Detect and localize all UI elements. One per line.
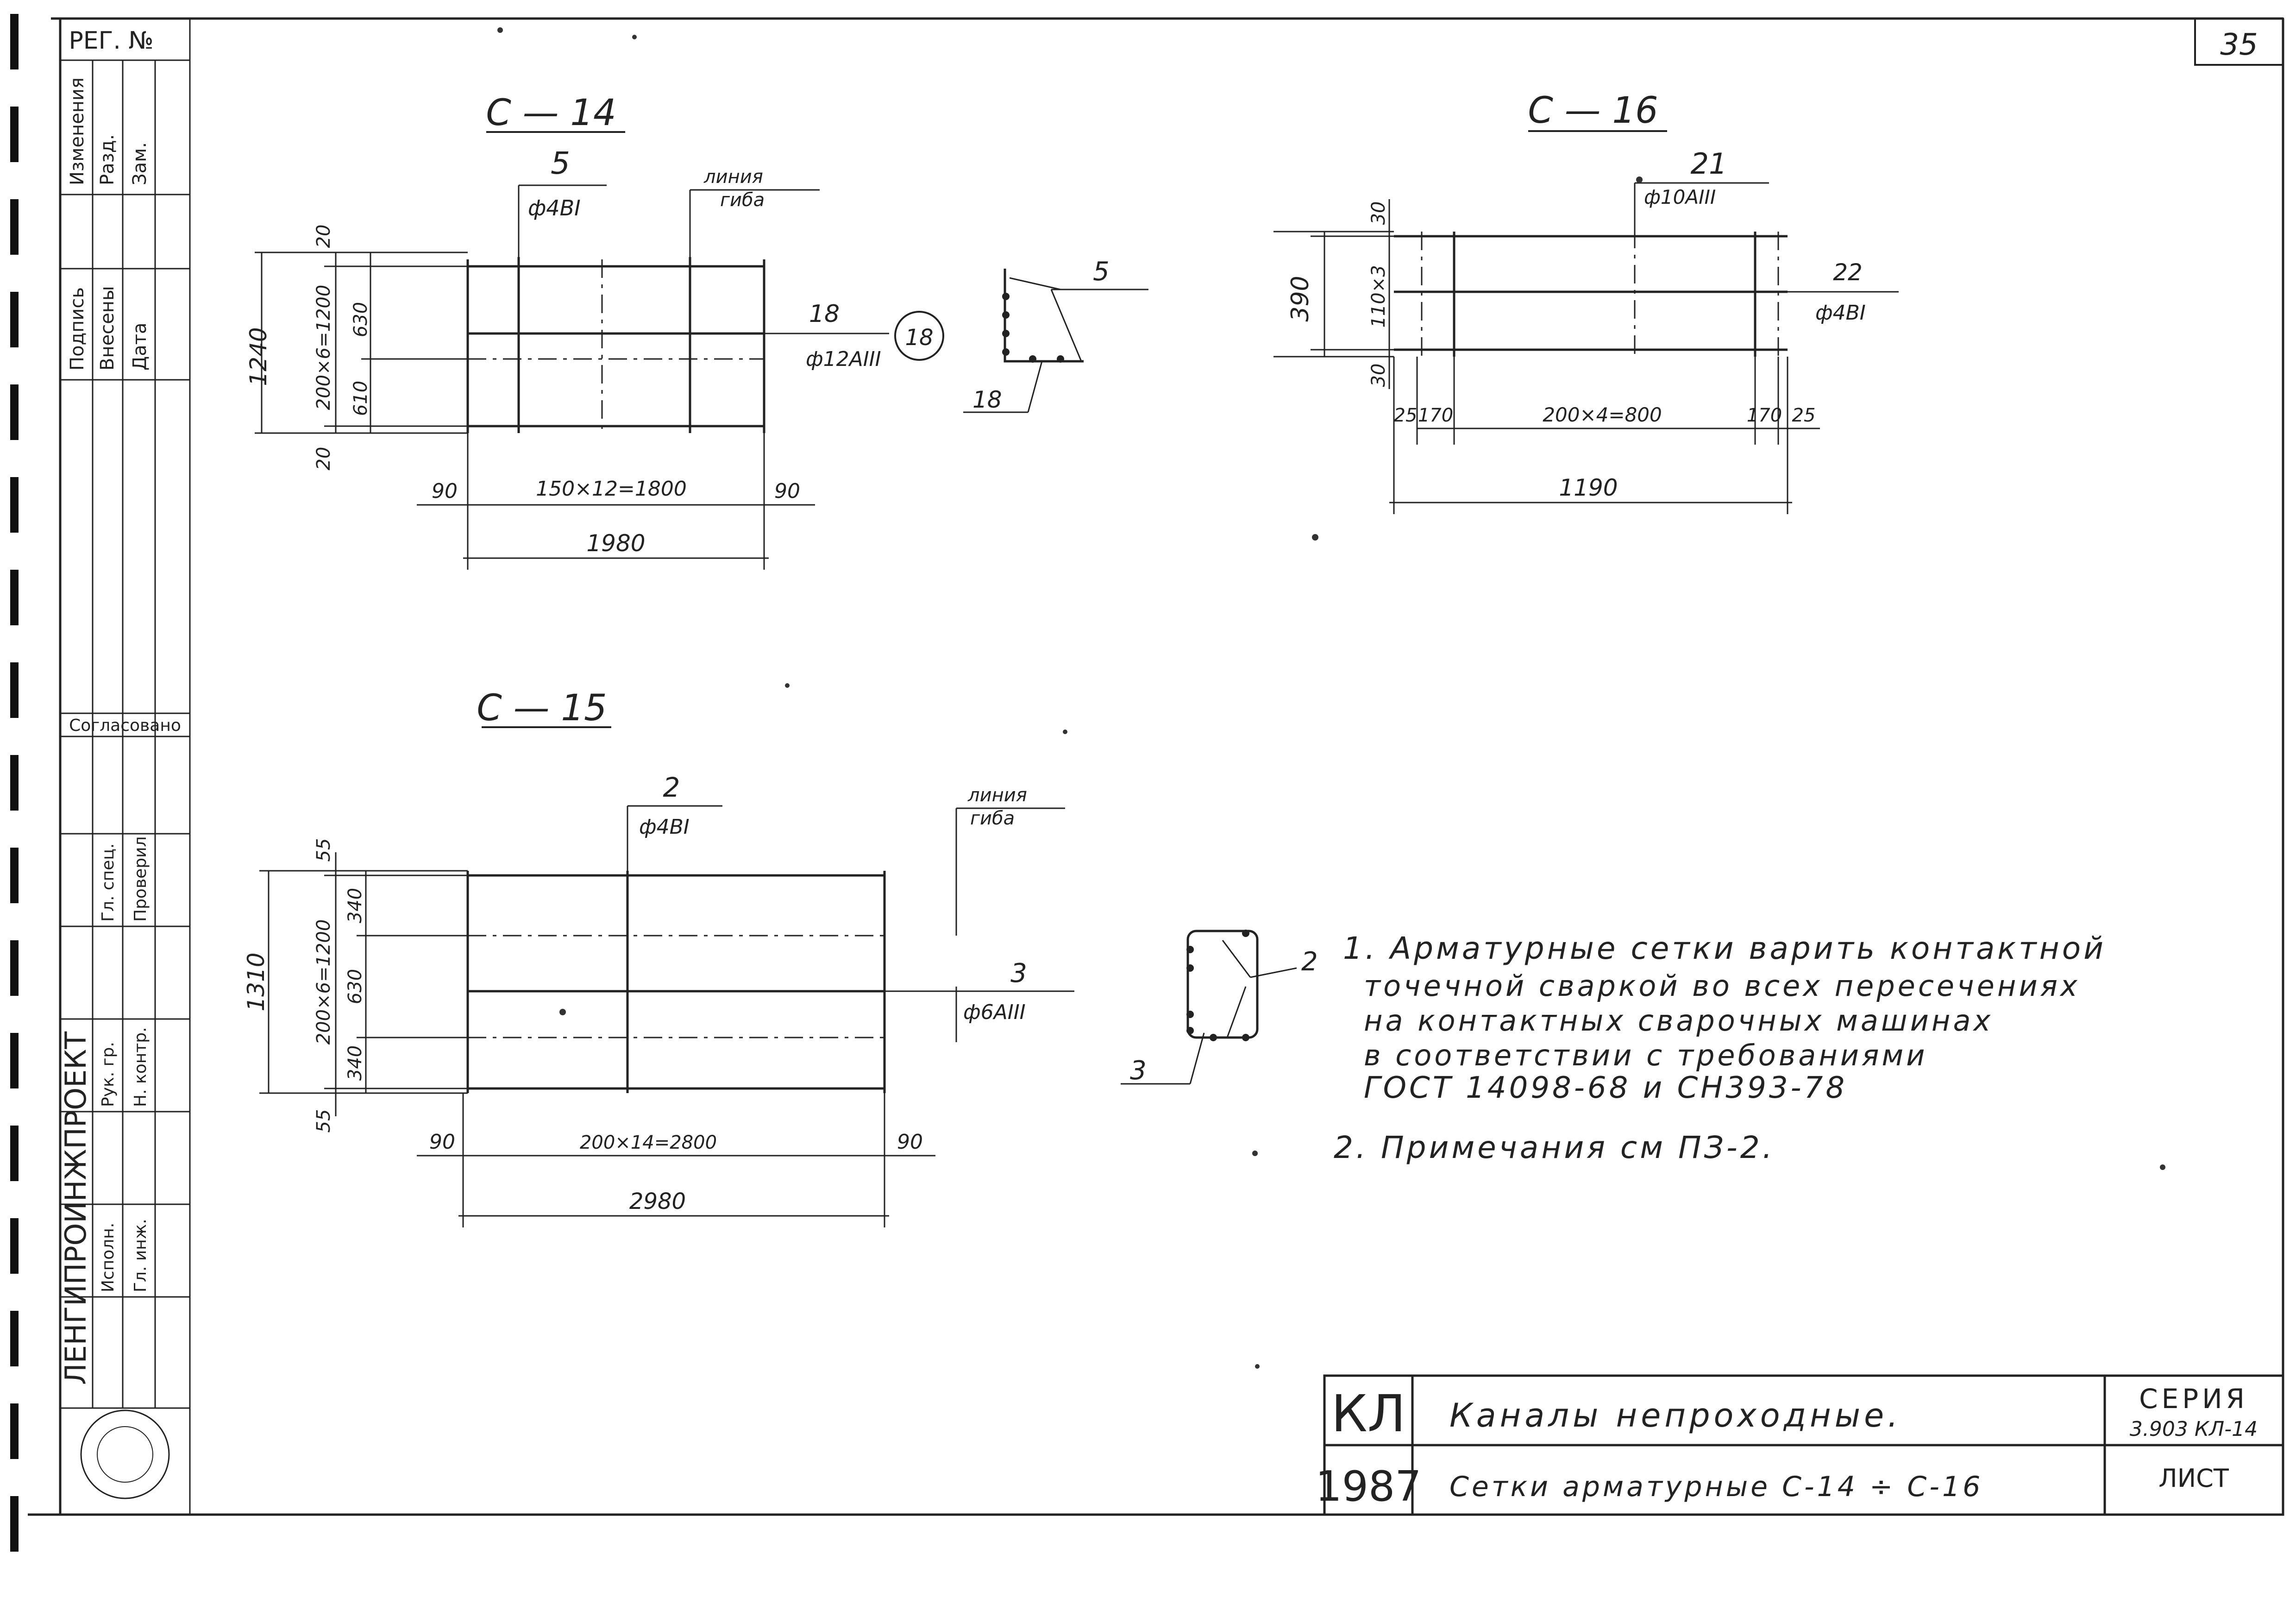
c15-dim-2980: 2980 [629, 1189, 686, 1214]
title-block: КЛ 1987 Каналы непроходные. Сетки армату… [1315, 1374, 2284, 1516]
c15-section-2: 2 [1301, 947, 1318, 977]
c14-dim-1240: 1240 [245, 327, 272, 386]
c15-title: С — 15 [477, 687, 607, 729]
c15-dim-bottom: 55 [313, 1109, 334, 1133]
c14-bar-18: ф12АIII [806, 347, 881, 371]
c16-dim-25-left: 25 [1394, 405, 1418, 426]
c15-dim-340-bottom: 340 [345, 1045, 366, 1081]
c14-dim-grid-h: 200×6=1200 [313, 285, 334, 410]
stamp-section: Разд. [97, 134, 118, 185]
c14-dim-bottom: 20 [313, 447, 334, 471]
org-seal-inner [97, 1426, 153, 1483]
c15-bar-3: ф6АIII [963, 1000, 1026, 1024]
left-stamp: РЕГ. № Подпись Внесены Дата Изменения Ра… [59, 18, 191, 1516]
c16-dim-170-left: 170 [1418, 405, 1453, 426]
series-label: СЕРИЯ [2139, 1383, 2248, 1415]
c14-dim-630: 630 [350, 302, 371, 337]
c15-dim-grid-w: 200×14=2800 [580, 1132, 717, 1153]
sheet-number-box: 35 [2194, 18, 2284, 66]
mesh-c14: С — 14 5 ф4ВI линия гиба 18 ф12АIII [245, 92, 1148, 570]
c14-dim-1980: 1980 [586, 530, 645, 557]
c15-dim-90-right: 90 [897, 1130, 923, 1154]
c14-dim-90-left: 90 [432, 479, 458, 503]
title-line-2: Сетки арматурные С-14 ÷ С-16 [1449, 1471, 1983, 1503]
sheet-number: 35 [2220, 28, 2258, 62]
c15-dim-630: 630 [345, 969, 366, 1004]
c15-bend-2: гиба [970, 808, 1015, 829]
c15-dim-90-left: 90 [429, 1130, 455, 1154]
c14-circle-18: 18 [905, 325, 933, 351]
stamp-role-3: Исполн. [99, 1223, 118, 1292]
c16-bar-21: ф10АIII [1644, 186, 1716, 208]
c16-dim-grid-h: 110×3 [1368, 265, 1389, 327]
stamp-role-4: Проверил [131, 836, 150, 922]
mesh-c15: С — 15 2 ф4ВI линия гиба 3 ф6АIII [243, 687, 1318, 1227]
c16-dim-bottom: 30 [1368, 364, 1389, 387]
c15-dim-340-top: 340 [345, 888, 366, 923]
c15-pos-2: 2 [663, 772, 680, 803]
stamp-role-5: Н. контр. [131, 1027, 150, 1107]
note-1-line-5: ГОСТ 14098-68 и СН393-78 [1364, 1071, 1847, 1105]
sheet-frame [28, 17, 2284, 1516]
c15-dim-1310: 1310 [243, 952, 270, 1011]
c16-dim-390: 390 [1286, 276, 1314, 321]
c14-dim-90-right: 90 [774, 479, 800, 503]
c16-dim-25-right: 25 [1792, 405, 1816, 426]
title-code-1: КЛ [1331, 1384, 1406, 1443]
c16-pos-21: 21 [1691, 147, 1727, 181]
c15-section-3: 3 [1130, 1056, 1147, 1086]
series-value: 3.903 КЛ-14 [2130, 1417, 2258, 1441]
c15-dim-grid-h: 200×6=1200 [313, 919, 334, 1045]
note-1-line-1: 1. Арматурные сетки варить контактной [1343, 931, 2106, 966]
stamp-date: Дата [129, 322, 151, 371]
binding-strip [10, 14, 19, 1552]
c14-title: С — 14 [486, 92, 616, 134]
stamp-replace: Зам. [129, 142, 151, 185]
stamp-changes: Изменения [67, 77, 88, 185]
c14-pos-18: 18 [809, 300, 840, 328]
c14-bend-1: линия [703, 166, 763, 188]
c16-title: С — 16 [1528, 90, 1658, 132]
c14-pos-5: 5 [551, 145, 570, 181]
c14-bend-2: гиба [720, 189, 765, 211]
c15-pos-3: 3 [1010, 958, 1027, 988]
sheet-label: ЛИСТ [2158, 1464, 2229, 1493]
c16-pos-22: 22 [1833, 259, 1863, 286]
c14-section-5: 5 [1093, 257, 1110, 287]
c14-dim-610: 610 [350, 381, 371, 416]
reg-label: РЕГ. № [69, 27, 153, 55]
title-line-1: Каналы непроходные. [1449, 1396, 1901, 1434]
c16-bar-22: ф4ВI [1815, 301, 1866, 325]
c14-dim-top: 20 [313, 225, 334, 248]
org-seal [80, 1409, 170, 1499]
stamp-role-6: Гл. инж. [131, 1219, 150, 1292]
note-1-line-2: точечной сваркой во всех пересечениях [1364, 969, 2080, 1003]
title-code-2: 1987 [1315, 1462, 1421, 1511]
c14-bar-5: ф4ВI [528, 195, 581, 220]
notes: 1. Арматурные сетки варить контактной то… [1334, 931, 2106, 1165]
c15-dim-top: 55 [313, 838, 334, 862]
note-2: 2. Примечания см ПЗ-2. [1334, 1130, 1775, 1165]
note-1-line-3: на контактных сварочных машинах [1364, 1004, 1993, 1038]
c16-dim-grid-w: 200×4=800 [1543, 403, 1662, 426]
c16-dim-top: 30 [1368, 201, 1389, 225]
c15-bar-2: ф4ВI [639, 815, 690, 839]
stamp-org: ЛЕНГИПРОИНЖПРОЕКТ [59, 1031, 93, 1385]
c16-dim-1190: 1190 [1559, 474, 1618, 501]
stamp-entered: Внесены [97, 286, 118, 371]
c14-section-18: 18 [972, 386, 1002, 413]
c16-dim-170-right: 170 [1747, 405, 1782, 426]
c14-dim-grid-w: 150×12=1800 [536, 477, 687, 501]
stamp-agreed: Согласовано [69, 716, 181, 735]
note-1-line-4: в соответствии с требованиями [1364, 1038, 1927, 1072]
scan-specks [497, 27, 2165, 1369]
c15-bend-1: линия [967, 785, 1027, 806]
mesh-c16: С — 16 21 ф10АIII 22 ф4ВI [1273, 90, 1899, 514]
stamp-role-2: Рук. гр. [99, 1042, 118, 1107]
stamp-role-1: Гл. спец. [99, 843, 118, 922]
stamp-signature: Подпись [67, 287, 88, 371]
